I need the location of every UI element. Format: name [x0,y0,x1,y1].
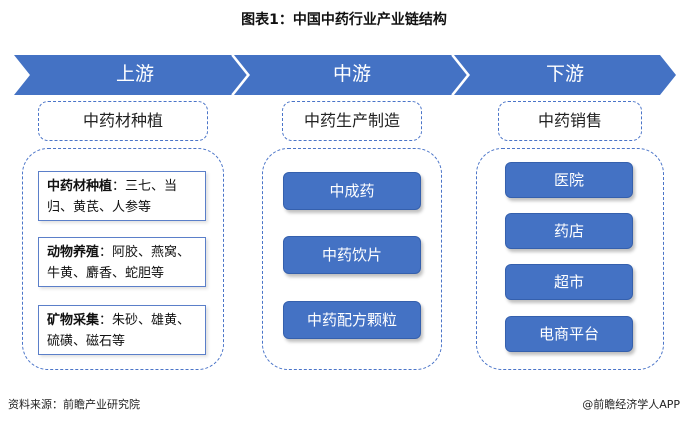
downstream-header: 中药销售 [498,101,642,141]
upstream-card: 动物养殖：阿胶、燕窝、牛黄、麝香、蛇胆等 [38,237,206,287]
upstream-header: 中药材种植 [38,101,208,141]
card-heading: 矿物采集 [47,313,100,328]
downstream-item: 电商平台 [505,316,633,352]
card-heading: 动物养殖 [47,245,100,260]
card-text: ：朱砂、雄黄、硫磺、磁石等 [47,313,191,349]
midstream-item: 中药饮片 [283,236,421,274]
stage-arrow-band [14,55,676,95]
midstream-item: 中成药 [283,172,421,210]
stage-label-midstream: 中游 [332,63,371,85]
stage-label-upstream: 上游 [115,63,154,85]
source-note: 资料来源：前瞻产业研究院 [8,398,140,411]
downstream-item: 超市 [505,264,633,300]
downstream-item: 药店 [505,213,633,249]
midstream-header: 中药生产制造 [282,101,422,141]
upstream-card: 中药材种植：三七、当归、黄芪、人参等 [38,171,206,221]
chart-title: 图表1：中国中药行业产业链结构 [241,12,447,28]
midstream-chevron [234,55,468,95]
upstream-chevron [14,55,248,95]
stage-label-downstream: 下游 [545,63,584,85]
card-text: ：三七、当归、黄芪、人参等 [47,179,178,215]
brand-text: @前瞻经济学人APP [582,398,680,411]
brand-note: @前瞻经济学人APP [582,396,680,412]
upstream-card: 矿物采集：朱砂、雄黄、硫磺、磁石等 [38,305,206,355]
midstream-item: 中药配方颗粒 [283,301,421,339]
card-text: ：阿胶、燕窝、牛黄、麝香、蛇胆等 [47,245,191,281]
card-heading: 中药材种植 [47,179,113,194]
downstream-item: 医院 [505,162,633,198]
downstream-chevron [454,55,676,95]
